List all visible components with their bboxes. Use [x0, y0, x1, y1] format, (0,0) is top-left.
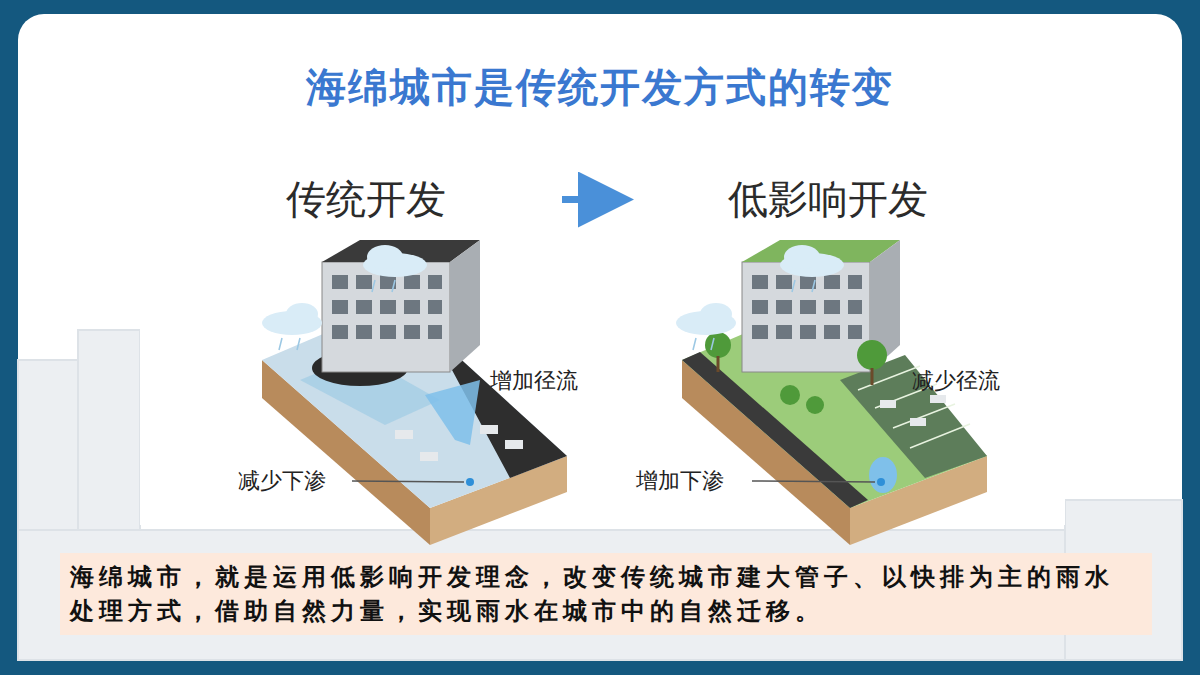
panel-node: 传统开发 — [250, 172, 560, 512]
caption-box: 海绵城市，就是运用低影响开发理念，改变传统城市建大管子、以快排为主的雨水处理方式… — [60, 553, 1152, 635]
callout-label: 减少下渗 — [238, 466, 326, 496]
callout-label: 增加径流 — [490, 366, 578, 396]
caption-text: 海绵城市，就是运用低影响开发理念，改变传统城市建大管子、以快排为主的雨水处理方式… — [60, 553, 1152, 635]
slide-title: 海绵城市是传统开发方式的转变 — [0, 60, 1200, 115]
callout-label: 增加下渗 — [636, 466, 724, 496]
panel-heading: 低影响开发 — [728, 172, 928, 227]
panel-heading: 传统开发 — [286, 172, 446, 227]
flow-arrow — [562, 196, 620, 203]
callout-label: 减少径流 — [912, 366, 1000, 396]
panel-node: 低影响开发 — [622, 172, 1042, 512]
